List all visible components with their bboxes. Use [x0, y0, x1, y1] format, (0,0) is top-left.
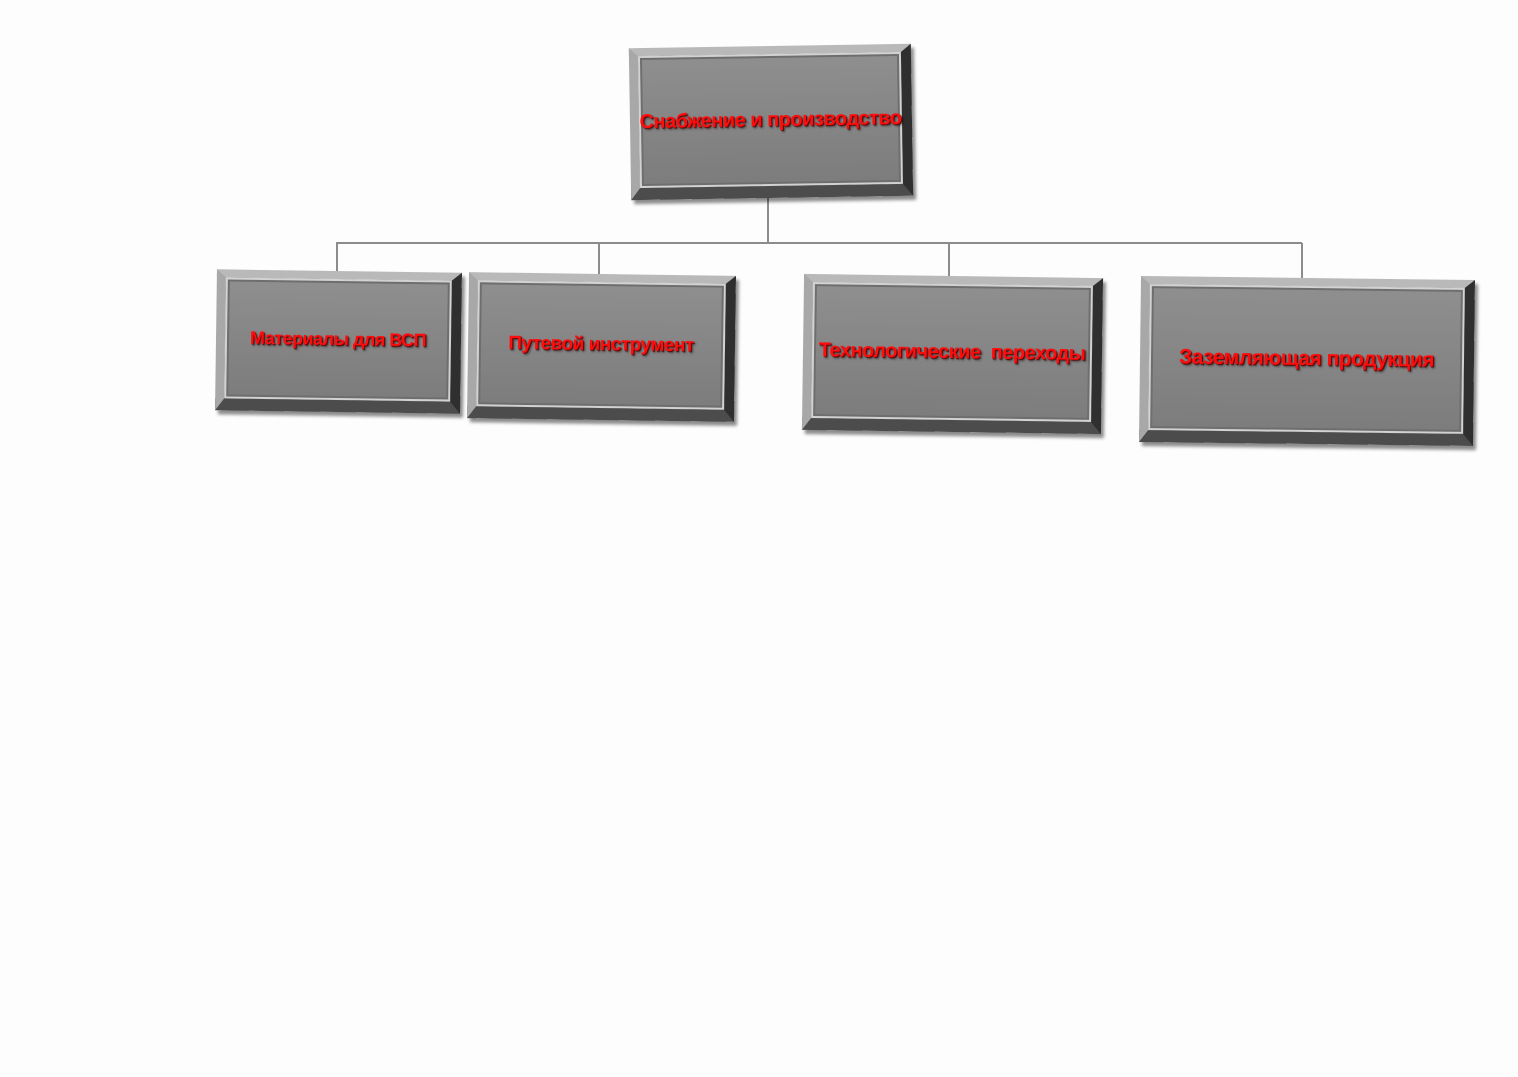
child-node-track-tools: Путевой инструмент	[466, 272, 737, 422]
root-node-supply-production: Снабжение и производство	[628, 43, 914, 201]
child-node-technological-transitions: Технологические переходы	[801, 273, 1104, 435]
child-node-label: Технологические переходы	[818, 338, 1086, 365]
child-node-materials: Материалы для ВСП	[215, 269, 462, 414]
child-node-label: Материалы для ВСП	[249, 327, 427, 351]
child-node-grounding-products: Заземляющая продукция	[1138, 275, 1476, 447]
root-node-label: Снабжение и производство	[639, 106, 902, 133]
child-node-label: Заземляющая продукция	[1178, 345, 1435, 372]
child-node-label: Путевой инструмент	[508, 332, 694, 357]
